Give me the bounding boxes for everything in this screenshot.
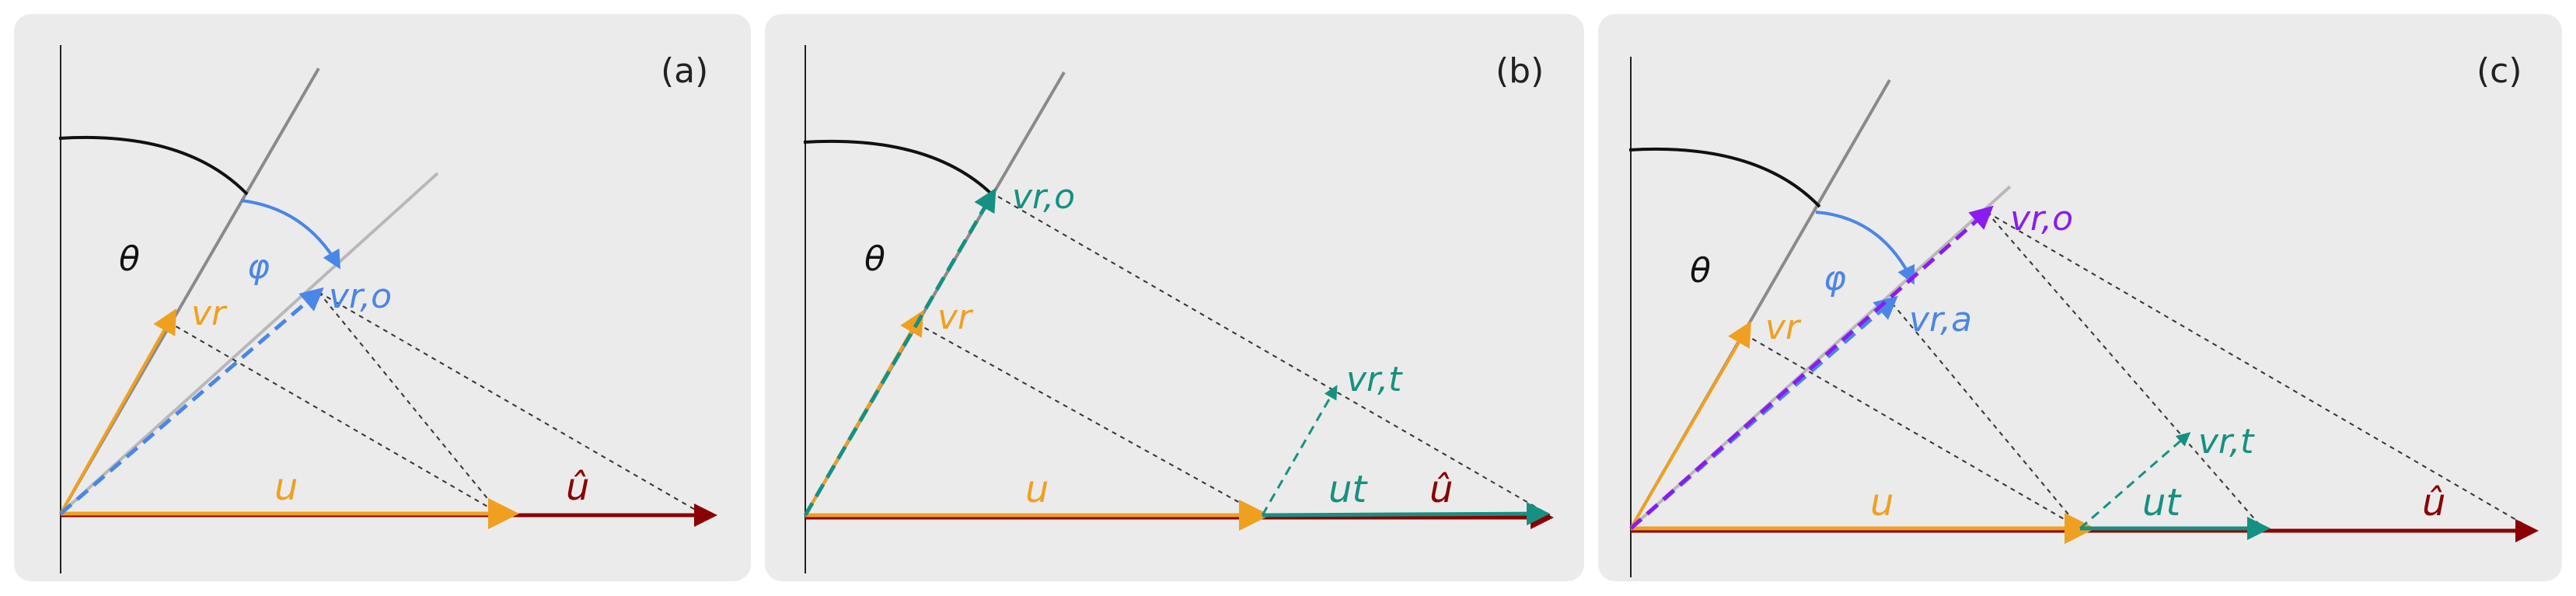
- theta-label: θ: [864, 239, 885, 279]
- u-label: u: [1025, 468, 1049, 511]
- vro-label: vr,o: [1012, 177, 1075, 217]
- panel-b: (b) θ vr vr,o vr,t u ut û: [765, 14, 1584, 581]
- vra-label: vr,a: [1909, 300, 1972, 340]
- dashed-line-2: [318, 291, 501, 514]
- ut-label: ut: [2142, 481, 2182, 525]
- dashed-line-4: [1986, 211, 2532, 529]
- dashed-line-1: [167, 321, 501, 514]
- phi-label: φ: [1824, 259, 1846, 298]
- vro-vector: [1629, 205, 1994, 530]
- dashed-line-2: [997, 196, 1551, 516]
- vr-vector: [59, 308, 176, 514]
- guide-line-phi: [59, 172, 439, 515]
- vrt-label: vr,t: [1346, 360, 1403, 399]
- vrt-vector: [1261, 385, 1338, 516]
- diagram-b: (b) θ vr vr,o vr,t u ut û: [803, 45, 1554, 573]
- dashed-line-2: [1891, 302, 2081, 529]
- vrt-label: vr,t: [2198, 422, 2255, 462]
- uhat-label: û: [2422, 481, 2445, 525]
- phi-arc: [1815, 211, 1915, 285]
- theta-label: θ: [119, 239, 140, 279]
- guide-line-phi: [1629, 185, 2012, 530]
- ut-vector: [1262, 502, 1550, 526]
- vr-label: vr: [191, 294, 228, 333]
- diagram-c: (c) θ φ vr vr,a vr,o vr,t u ut û: [1628, 51, 2539, 577]
- ut-label: ut: [1328, 468, 1368, 511]
- vr-label: vr: [1765, 308, 1802, 347]
- vro-vector: [803, 187, 997, 517]
- vro-label: vr,o: [2010, 199, 2073, 239]
- panel-a: (a) θ φ vr vr,o u û: [14, 14, 751, 581]
- panel-label: (a): [661, 51, 708, 91]
- vr-label: vr: [937, 298, 974, 337]
- dashed-line-3: [318, 291, 703, 514]
- phi-label: φ: [247, 247, 270, 287]
- vro-label: vr,o: [329, 277, 392, 316]
- phi-arc: [240, 199, 340, 270]
- panel-label: (b): [1496, 51, 1544, 91]
- theta-arc: [58, 135, 249, 196]
- diagram-a: (a) θ φ vr vr,o u û: [58, 45, 717, 573]
- u-label: u: [1870, 481, 1894, 525]
- theta-label: θ: [1690, 251, 1711, 291]
- dashed-line-1: [916, 322, 1263, 516]
- dashed-line-3: [1986, 211, 2264, 529]
- panel-c: (c) θ φ vr vr,a vr,o vr,t u ut û: [1598, 14, 2562, 581]
- theta-arc: [1628, 147, 1821, 208]
- uhat-label: û: [1429, 468, 1453, 511]
- vr-vector: [1629, 321, 1752, 530]
- u-label: u: [274, 465, 298, 509]
- dashed-line-1: [1744, 333, 2081, 529]
- uhat-label: û: [566, 465, 589, 509]
- theta-arc: [803, 139, 996, 198]
- panel-label: (c): [2477, 51, 2522, 91]
- vro-vector: [59, 287, 324, 515]
- vrt-vector: [2079, 432, 2191, 530]
